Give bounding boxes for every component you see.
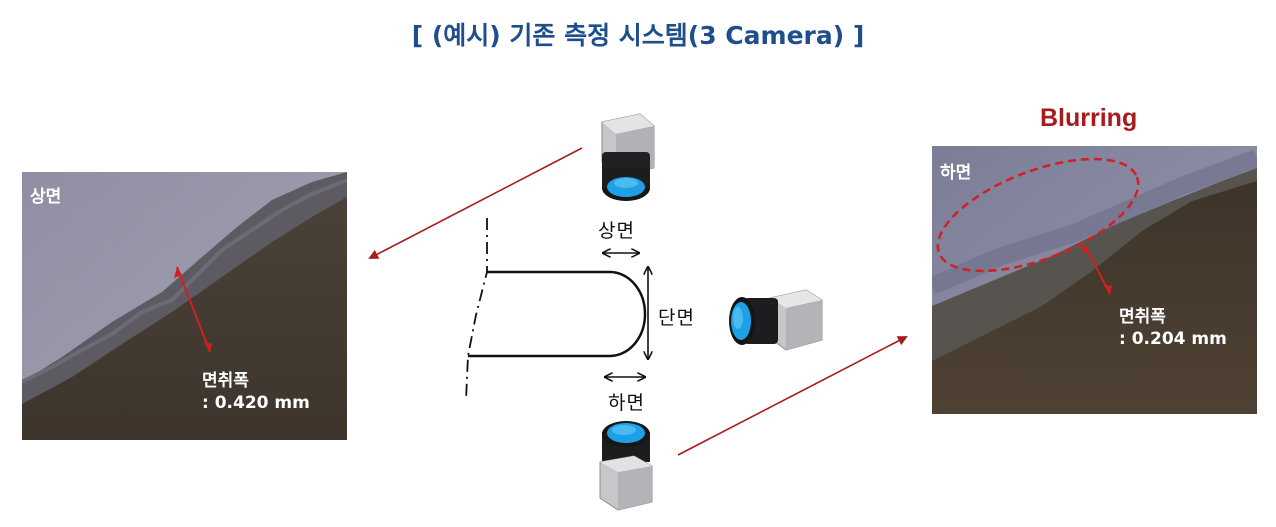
- top-camera-icon: [596, 108, 660, 204]
- blurring-label: Blurring: [1040, 104, 1138, 132]
- bottom-face-image: 하면 면취폭 : 0.204 mm: [932, 146, 1257, 414]
- bottom-face-measurement: 면취폭 : 0.204 mm: [1119, 306, 1227, 350]
- top-face-measure-label: 면취폭: [202, 371, 249, 391]
- top-face-measure-value: : 0.420 mm: [202, 393, 310, 413]
- blurring-ellipse: [936, 157, 1140, 273]
- bottom-face-measure-value: : 0.204 mm: [1119, 329, 1227, 349]
- bottom-face-image-art: [932, 146, 1257, 414]
- bottom-camera-to-image-arrow: [677, 336, 908, 456]
- bottom-face-label: 하면: [608, 392, 645, 414]
- bottom-face-tag: 하면: [940, 163, 972, 183]
- top-camera-to-image-arrow: [368, 147, 583, 259]
- page-title: [ (예시) 기존 측정 시스템(3 Camera) ]: [411, 21, 865, 50]
- top-face-label: 상면: [598, 220, 635, 242]
- side-camera-icon: [726, 288, 824, 356]
- glass-break-line: [465, 218, 488, 401]
- bottom-camera-icon: [594, 416, 658, 512]
- top-face-image: 상면 면취폭 : 0.420 mm: [22, 172, 347, 440]
- top-face-image-art: [22, 172, 347, 440]
- top-face-tag: 상면: [30, 187, 62, 207]
- glass-edge-profile: [468, 270, 647, 358]
- bottom-face-measure-label: 면취폭: [1119, 307, 1166, 327]
- end-face-label: 단면: [658, 307, 695, 329]
- top-face-measurement: 면취폭 : 0.420 mm: [202, 370, 310, 414]
